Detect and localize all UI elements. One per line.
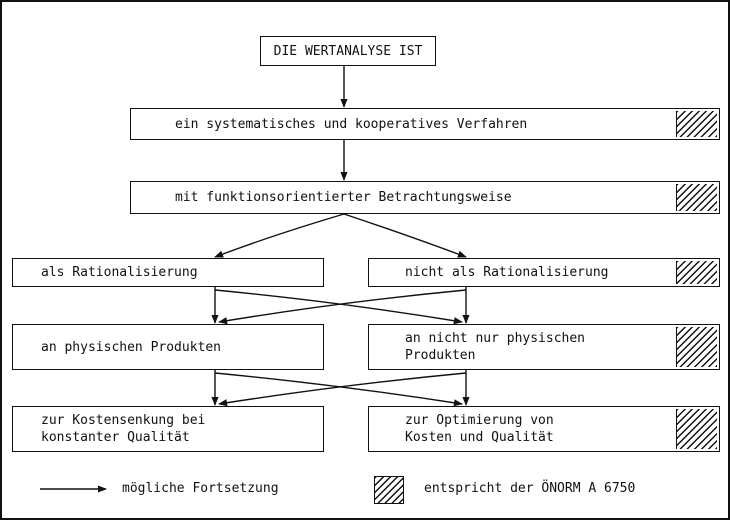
title-text: DIE WERTANALYSE IST — [273, 43, 423, 59]
legend-arrow-label: mögliche Fortsetzung — [122, 481, 279, 496]
onorm-hatch-marker — [676, 409, 717, 449]
row5-left-text: zur Kostensenkung bei konstanter Qualitä… — [41, 413, 206, 445]
row1-box: ein systematisches und kooperatives Verf… — [130, 108, 720, 140]
row5-left-box: zur Kostensenkung bei konstanter Qualitä… — [12, 406, 324, 452]
onorm-hatch-marker — [676, 184, 717, 211]
arrow-row4-right-to-row5-left — [218, 372, 467, 407]
onorm-hatch-marker — [676, 111, 717, 137]
row3-right-text: nicht als Rationalisierung — [405, 265, 609, 280]
arrow-row2-to-row3-right — [343, 213, 467, 258]
onorm-hatch-marker — [676, 327, 717, 367]
legend-hatch-label: entspricht der ÖNORM A 6750 — [424, 481, 636, 496]
row2-text: mit funktionsorientierter Betrachtungswe… — [175, 190, 512, 205]
row4-right-text: an nicht nur physischen Produkten — [405, 331, 586, 363]
title-box: DIE WERTANALYSE IST — [260, 36, 436, 66]
row5-right-box: zur Optimierung von Kosten und Qualität — [368, 406, 720, 452]
row3-right-box: nicht als Rationalisierung — [368, 258, 720, 287]
arrow-row2-to-row3-left — [214, 213, 345, 258]
onorm-hatch-marker — [676, 261, 717, 284]
row4-left-text: an physischen Produkten — [41, 339, 222, 355]
row1-text: ein systematisches und kooperatives Verf… — [175, 116, 528, 132]
row2-box: mit funktionsorientierter Betrachtungswe… — [130, 181, 720, 214]
row5-right-text: zur Optimierung von Kosten und Qualität — [405, 413, 554, 445]
row4-left-box: an physischen Produkten — [12, 324, 324, 370]
arrow-row3-right-to-row4-left — [218, 289, 467, 325]
legend-hatch-swatch — [374, 476, 404, 504]
row3-left-box: als Rationalisierung — [12, 258, 324, 287]
row3-left-text: als Rationalisierung — [41, 265, 198, 280]
row4-right-box: an nicht nur physischen Produkten — [368, 324, 720, 370]
